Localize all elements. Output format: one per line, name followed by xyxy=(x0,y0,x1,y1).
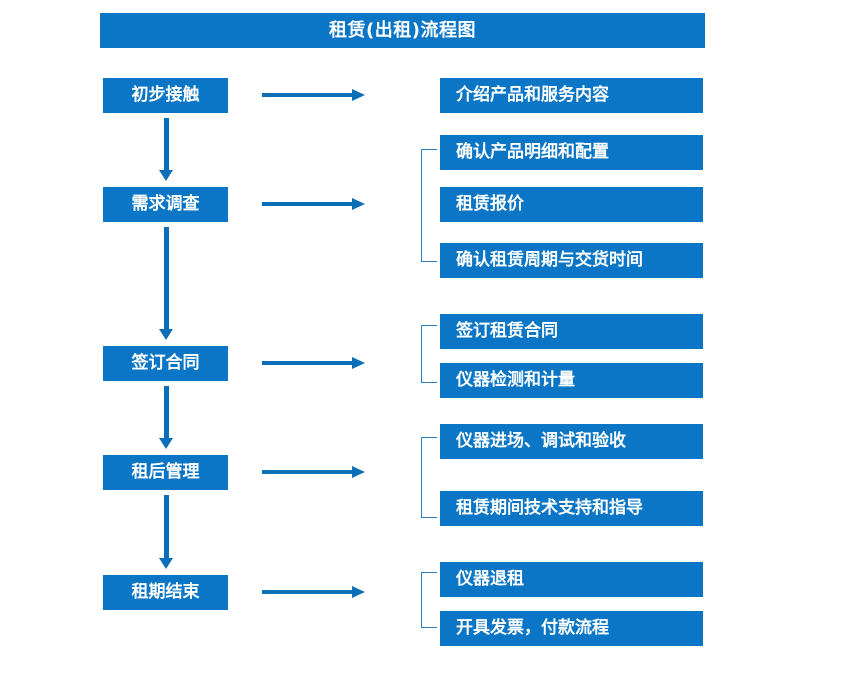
page-title: 租赁(出租)流程图 xyxy=(329,19,476,41)
stage-label: 需求调查 xyxy=(131,194,200,214)
stage-box-initial-contact[interactable]: 初步接触 xyxy=(103,78,228,113)
stage-box-demand-survey[interactable]: 需求调查 xyxy=(103,187,228,222)
arrow-down-icon xyxy=(158,118,174,181)
detail-box-introduce-products[interactable]: 介绍产品和服务内容 xyxy=(440,78,703,113)
detail-label: 签订租赁合同 xyxy=(456,321,558,341)
arrow-shaft xyxy=(262,202,352,206)
detail-label: 租赁报价 xyxy=(456,194,524,214)
detail-label: 开具发票，付款流程 xyxy=(456,618,609,638)
arrow-right-icon xyxy=(262,356,365,370)
arrow-shaft xyxy=(262,470,352,474)
arrow-right-icon xyxy=(262,465,365,479)
arrow-shaft xyxy=(164,386,169,438)
detail-box-rental-quote[interactable]: 租赁报价 xyxy=(440,187,703,222)
arrow-head xyxy=(352,89,365,101)
detail-label: 仪器检测和计量 xyxy=(456,370,575,390)
stage-box-sign-contract[interactable]: 签订合同 xyxy=(103,346,228,381)
flowchart-title-banner: 租赁(出租)流程图 xyxy=(100,13,705,48)
detail-label: 介绍产品和服务内容 xyxy=(456,85,609,105)
arrow-shaft xyxy=(164,227,169,329)
stage-box-post-rental-management[interactable]: 租后管理 xyxy=(103,455,228,490)
detail-label: 确认产品明细和配置 xyxy=(456,142,609,162)
stage-box-rental-end[interactable]: 租期结束 xyxy=(103,575,228,610)
arrow-head xyxy=(352,357,365,369)
detail-box-instrument-entry-commissioning[interactable]: 仪器进场、调试和验收 xyxy=(440,424,703,459)
arrow-head xyxy=(159,329,173,340)
detail-label: 仪器退租 xyxy=(456,569,524,589)
stage-label: 租后管理 xyxy=(131,462,200,482)
stage-label: 签订合同 xyxy=(131,353,200,373)
arrow-down-icon xyxy=(158,227,174,340)
arrow-shaft xyxy=(262,590,352,594)
detail-label: 租赁期间技术支持和指导 xyxy=(456,498,643,518)
arrow-head xyxy=(159,438,173,449)
detail-label: 仪器进场、调试和验收 xyxy=(456,431,626,451)
arrow-head xyxy=(352,198,365,210)
detail-label: 确认租赁周期与交货时间 xyxy=(456,250,643,270)
detail-box-instrument-test-metering[interactable]: 仪器检测和计量 xyxy=(440,363,703,398)
stage-label: 初步接触 xyxy=(131,85,200,105)
arrow-head xyxy=(159,170,173,181)
arrow-right-icon xyxy=(262,197,365,211)
bracket-group-postrental xyxy=(421,437,437,518)
arrow-down-icon xyxy=(158,495,174,569)
detail-box-confirm-product-spec[interactable]: 确认产品明细和配置 xyxy=(440,135,703,170)
arrow-shaft xyxy=(262,361,352,365)
detail-box-technical-support[interactable]: 租赁期间技术支持和指导 xyxy=(440,491,703,526)
stage-label: 租期结束 xyxy=(131,582,200,602)
arrow-shaft xyxy=(164,118,169,170)
detail-box-instrument-return[interactable]: 仪器退租 xyxy=(440,562,703,597)
arrow-head xyxy=(352,586,365,598)
detail-box-invoice-payment[interactable]: 开具发票，付款流程 xyxy=(440,611,703,646)
bracket-group-contract xyxy=(421,325,437,383)
detail-box-sign-rental-contract[interactable]: 签订租赁合同 xyxy=(440,314,703,349)
arrow-right-icon xyxy=(262,88,365,102)
arrow-down-icon xyxy=(158,386,174,449)
arrow-head xyxy=(352,466,365,478)
arrow-head xyxy=(159,558,173,569)
arrow-shaft xyxy=(164,495,169,558)
bracket-group-endrental xyxy=(421,572,437,628)
arrow-shaft xyxy=(262,93,352,97)
arrow-right-icon xyxy=(262,585,365,599)
bracket-group-demand xyxy=(421,149,437,262)
detail-box-confirm-period-delivery[interactable]: 确认租赁周期与交货时间 xyxy=(440,243,703,278)
